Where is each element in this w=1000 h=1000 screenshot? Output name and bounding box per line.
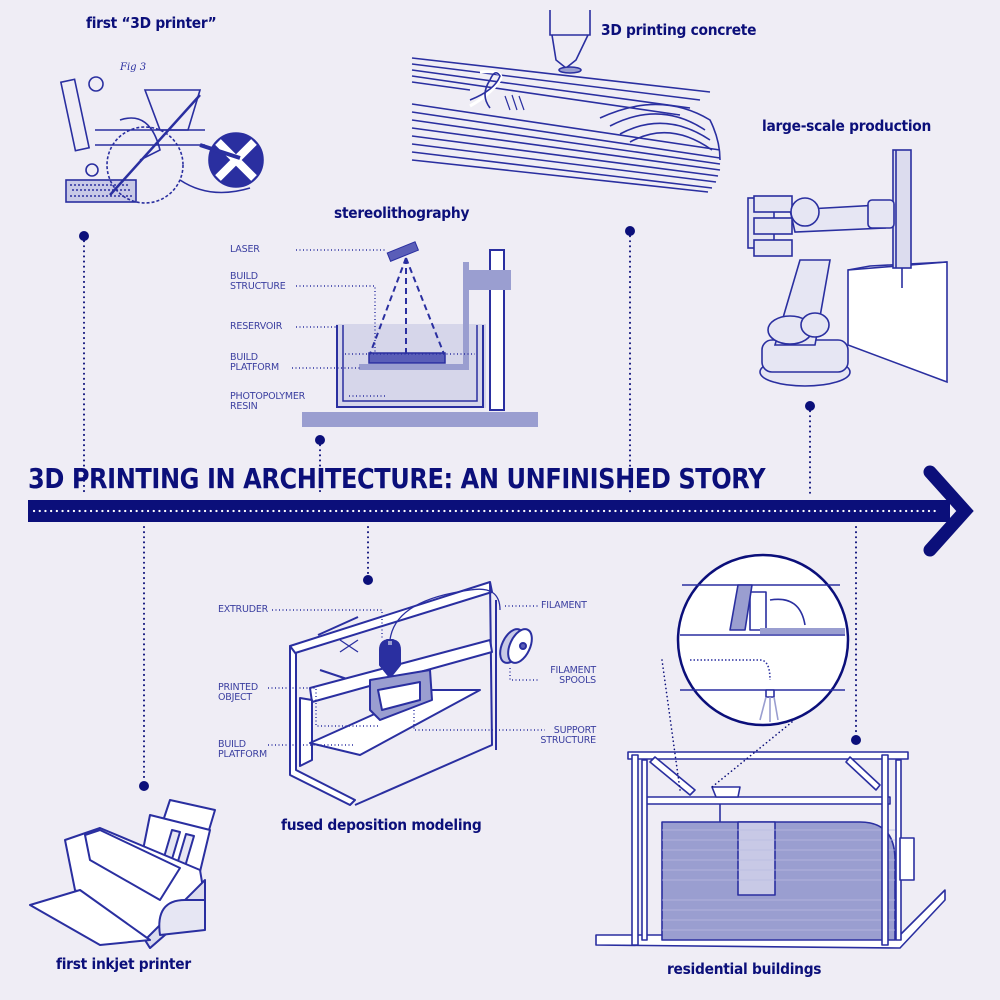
callout-printed-object: PRINTED OBJECT <box>218 683 258 703</box>
sla-printer-icon <box>292 241 538 427</box>
inkjet-printer-icon <box>29 799 216 949</box>
callout-support-structure: SUPPORT STRUCTURE <box>534 726 596 746</box>
callout-line: PLATFORM <box>218 749 267 760</box>
timeline-arrow <box>28 465 974 557</box>
dot-residential[interactable] <box>851 735 861 745</box>
callout-line: PHOTOPOLYMER <box>230 391 306 402</box>
dot-inkjet[interactable] <box>139 781 149 791</box>
timeline-dots <box>79 226 861 791</box>
callout-build-platform: BUILD PLATFORM <box>230 353 279 373</box>
callout-laser: LASER <box>230 244 260 255</box>
concrete-layers-icon <box>411 10 721 193</box>
callout-filament: FILAMENT <box>541 600 587 611</box>
svg-text:Fig 3: Fig 3 <box>119 62 146 73</box>
callout-build-structure: BUILD STRUCTURE <box>230 272 286 292</box>
callout-line: PRINTED <box>218 682 258 693</box>
callout-line: OBJECT <box>218 692 253 703</box>
callout-line: BUILD <box>218 739 246 750</box>
callout-line: RESIN <box>230 401 258 412</box>
callout-line: STRUCTURE <box>230 281 286 292</box>
fdm-printer-icon <box>289 581 533 806</box>
callout-line: STRUCTURE <box>540 735 596 746</box>
label-stereolithography: stereolithography <box>334 204 470 222</box>
magnifier-circle <box>676 553 850 727</box>
residential-callout-lines <box>661 659 793 791</box>
gantry-printer-icon <box>595 553 946 949</box>
callout-line: SPOOLS <box>559 675 596 686</box>
callout-line: FILAMENT <box>550 665 596 676</box>
arrow-head-icon <box>923 465 974 557</box>
timeline-connectors <box>83 230 857 783</box>
callout-line: SUPPORT <box>553 725 596 736</box>
dot-fdm[interactable] <box>363 575 373 585</box>
dot-first-3d-printer[interactable] <box>79 231 89 241</box>
label-first-inkjet-printer: first inkjet printer <box>56 955 191 973</box>
dot-large-scale[interactable] <box>805 401 815 411</box>
page-title: 3D PRINTING IN ARCHITECTURE: AN UNFINISH… <box>28 462 766 495</box>
callout-extruder: EXTRUDER <box>218 604 269 615</box>
robot-arm-icon <box>747 149 948 387</box>
dot-concrete[interactable] <box>625 226 635 236</box>
label-fused-deposition-modeling: fused deposition modeling <box>281 816 482 834</box>
label-residential-buildings: residential buildings <box>667 960 822 978</box>
callout-photopolymer-resin: PHOTOPOLYMER RESIN <box>230 392 305 412</box>
label-3d-printing-concrete: 3D printing concrete <box>601 21 757 39</box>
laser-icon <box>386 241 420 262</box>
label-first-3d-printer: first “3D printer” <box>86 14 217 32</box>
patent-drawing-icon: Fig 3 <box>59 62 264 204</box>
callout-reservoir: RESERVOIR <box>230 321 283 332</box>
callout-filament-spools: FILAMENT SPOOLS <box>540 666 596 686</box>
callout-line: PLATFORM <box>230 362 279 373</box>
callout-line: BUILD <box>230 352 258 363</box>
sla-base <box>302 412 538 427</box>
dot-stereolithography[interactable] <box>315 435 325 445</box>
callout-line: BUILD <box>230 271 258 282</box>
callout-fdm-build-platform: BUILD PLATFORM <box>218 740 267 760</box>
label-large-scale-production: large-scale production <box>762 117 932 135</box>
fdm-callout-lines <box>268 605 545 746</box>
